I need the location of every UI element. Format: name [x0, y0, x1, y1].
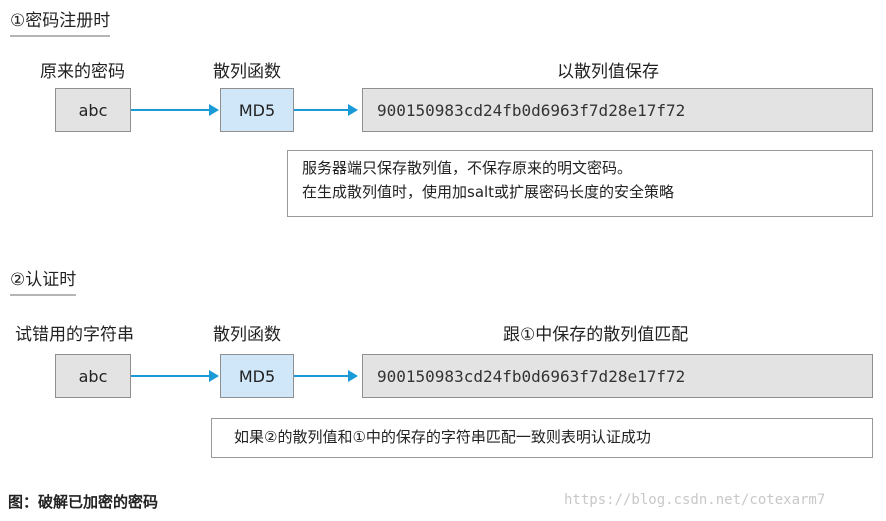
section2-hash-box: 900150983cd24fb0d6963f7d28e17f72 [362, 354, 873, 398]
section2-title: ②认证时 [10, 265, 77, 296]
watermark: https://blog.csdn.net/cotexarm7 [564, 492, 826, 508]
section1-input-box: abc [55, 88, 131, 132]
section2-function-label: 散列函数 [213, 325, 281, 345]
section1-arrow-to-function [131, 104, 219, 116]
section1-result-label: 以散列值保存 [557, 62, 659, 82]
section2-note: 如果②的散列值和①中的保存的字符串匹配一致则表明认证成功 [211, 418, 873, 458]
section1-function-box: MD5 [220, 88, 294, 132]
section1-hash-box: 900150983cd24fb0d6963f7d28e17f72 [362, 88, 873, 132]
section2-input-box: abc [55, 354, 131, 398]
section2-result-label: 跟①中保存的散列值匹配 [503, 325, 689, 345]
section1-function-label: 散列函数 [213, 62, 281, 82]
section2-input-label: 试错用的字符串 [15, 325, 134, 345]
section1-note: 服务器端只保存散列值，不保存原来的明文密码。 在生成散列值时，使用加salt或扩… [287, 150, 873, 217]
section1-note-line-1: 服务器端只保存散列值，不保存原来的明文密码。 [302, 159, 633, 177]
figure-caption: 图：破解已加密的密码 [8, 493, 159, 511]
section1-input-label: 原来的密码 [40, 62, 125, 82]
section1-title: ①密码注册时 [10, 6, 111, 37]
section2-arrow-to-function [131, 370, 219, 382]
section2-function-box: MD5 [220, 354, 294, 398]
section2-note-line: 如果②的散列值和①中的保存的字符串匹配一致则表明认证成功 [234, 428, 651, 446]
section2-arrow-to-hash [294, 370, 358, 382]
section1-note-line-2: 在生成散列值时，使用加salt或扩展密码长度的安全策略 [302, 183, 675, 201]
section1-arrow-to-hash [294, 104, 358, 116]
